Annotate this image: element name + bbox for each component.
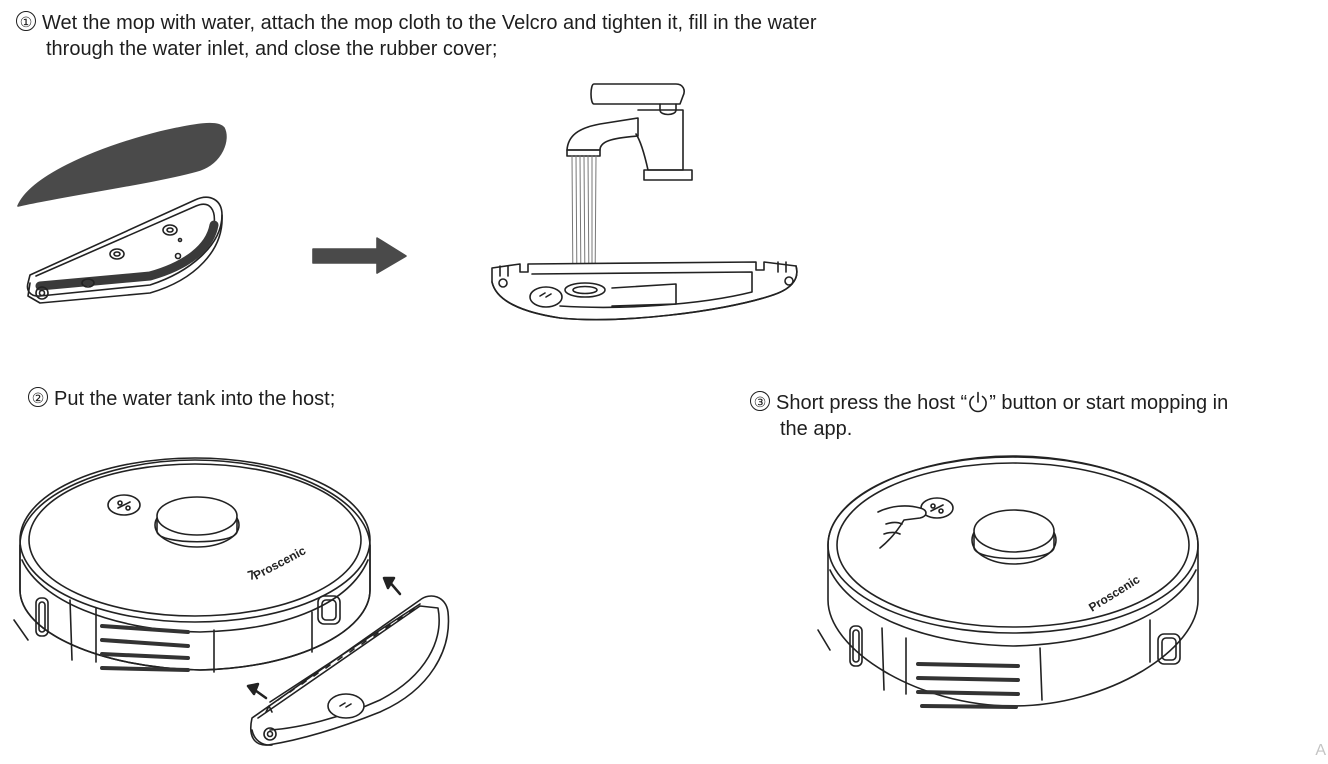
insert-arrow-up-icon [382, 576, 402, 596]
robot-host-press-illustration [817, 455, 1199, 709]
step-1-line-2: through the water inlet, and close the r… [46, 38, 498, 60]
step-1-line-1: ① Wet the mop with water, attach the mop … [16, 10, 817, 36]
step-1-number: ① [16, 11, 36, 31]
step-3-text-after: ” button or start mopping in [989, 392, 1229, 414]
step-1-text-1: Wet the mop with water, attach the mop c… [42, 12, 817, 34]
water-tank-insert-illustration [250, 595, 450, 746]
step-2-number: ② [28, 387, 48, 407]
arrow-right-icon [312, 237, 407, 274]
step-2-text-1: Put the water tank into the host; [54, 388, 336, 410]
step-3-line-2: the app. [780, 418, 853, 440]
water-tank-left-illustration [26, 196, 223, 304]
watermark: A [1315, 742, 1326, 759]
step-3-number: ③ [750, 391, 770, 411]
step-3-text-before: Short press the host “ [776, 392, 968, 414]
power-icon [969, 391, 988, 413]
step-2-line-1: ② Put the water tank into the host; [28, 386, 335, 412]
water-tank-filling-illustration [491, 261, 798, 321]
faucet-illustration [566, 83, 693, 181]
step-3-line-1: ③ Short press the host “ ” button or start… [750, 390, 1228, 416]
insert-arrow-left-icon [246, 682, 268, 700]
robot-host-illustration [13, 457, 371, 673]
mop-cloth-illustration [17, 122, 227, 207]
